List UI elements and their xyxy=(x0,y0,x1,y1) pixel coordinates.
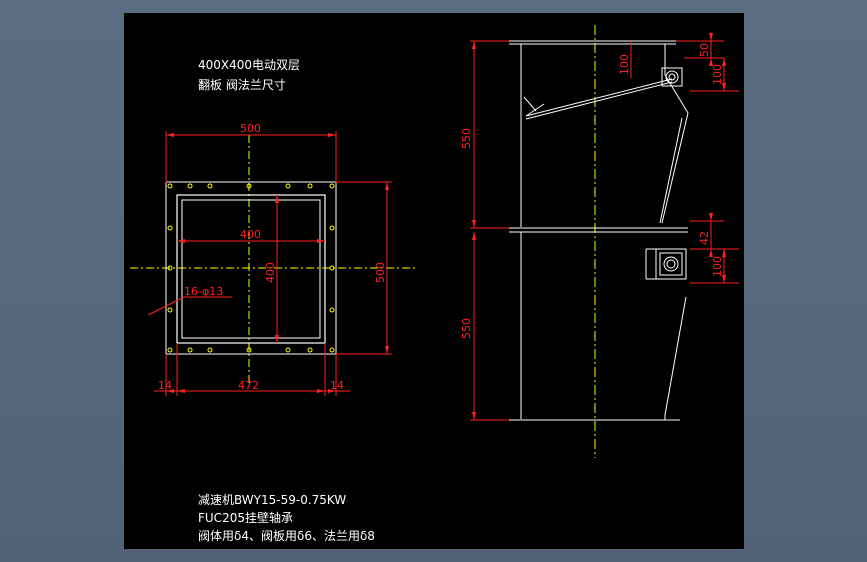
flange-view: 500 400 400 500 16-φ13 14 472 14 xyxy=(130,122,416,396)
flange-inner-outer-edge xyxy=(176,194,326,344)
dim-inner-width: 400 xyxy=(240,228,261,241)
note-thickness: 阀体用δ4、阀板用δ6、法兰用δ8 xyxy=(198,529,375,543)
side-dimension-lines xyxy=(470,33,739,421)
dim-edge-right: 14 xyxy=(330,379,344,392)
dim-outer-width: 500 xyxy=(240,122,261,135)
bolt-holes xyxy=(167,183,335,353)
dim-lower-height: 550 xyxy=(460,318,473,339)
title-line-1: 400X400电动双层 xyxy=(198,58,300,72)
note-motor: 减速机BWY15-59-0.75KW xyxy=(198,493,346,507)
dim-outer-height: 500 xyxy=(374,262,387,283)
dim-top-b: 50 xyxy=(698,43,711,57)
dim-upper-height: 550 xyxy=(460,128,473,149)
dim-mid-a: 42 xyxy=(698,231,711,245)
dim-hole-pitch: 472 xyxy=(238,379,259,392)
flange-dimension-lines xyxy=(147,131,392,396)
flange-inner-edge xyxy=(181,199,321,339)
side-dimension-arrows xyxy=(472,33,726,420)
dim-holes: 16-φ13 xyxy=(184,285,223,298)
dim-inner-height: 400 xyxy=(264,262,277,283)
title-line-2: 翻板 阀法兰尺寸 xyxy=(198,78,286,92)
dim-top-a: 100 xyxy=(618,54,631,75)
drawing-area[interactable]: 500 400 400 500 16-φ13 14 472 14 xyxy=(124,13,744,549)
note-bearing: FUC205挂壁轴承 xyxy=(198,510,293,525)
side-view: 550 550 100 50 100 42 100 xyxy=(460,25,739,458)
valve-body xyxy=(509,40,689,421)
flange-outer xyxy=(165,181,337,355)
dim-top-c: 100 xyxy=(711,64,724,85)
flange-dimension-arrows xyxy=(166,133,389,393)
drawing-svg: 500 400 400 500 16-φ13 14 472 14 xyxy=(130,25,739,543)
dim-edge-left: 14 xyxy=(158,379,172,392)
dim-mid-b: 100 xyxy=(711,256,724,277)
